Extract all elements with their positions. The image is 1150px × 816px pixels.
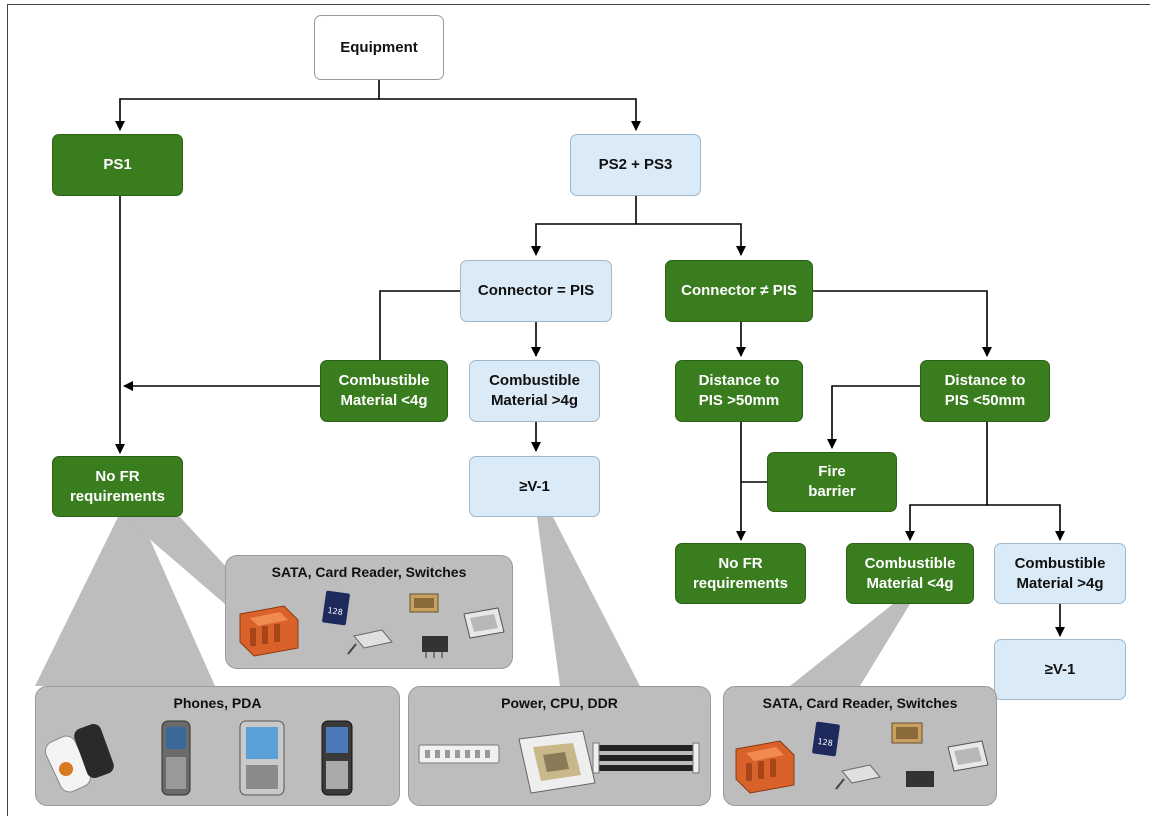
sd-card-icon: 128 [812,721,840,757]
sata-connector-icon [239,605,299,657]
sata-components-image-2: 128 [735,721,989,794]
card-slot-icon [463,607,505,639]
svg-text:128: 128 [327,606,343,617]
edge-dist-split [905,421,988,541]
panel-sata-top: SATA, Card Reader, Switches 128 [225,555,513,669]
sata-connector-icon [735,740,795,794]
panel-phones: Phones, PDA [35,686,400,806]
edge-conn-eq-left [379,290,460,360]
callout-power [537,517,640,686]
power-connector-icon [418,744,500,764]
panel-power: Power, CPU, DDR [408,686,711,806]
node-v1-mid: ≥V-1 [469,456,600,517]
card-slot-icon [835,764,881,790]
node-no-fr-right: No FR requirements [675,543,806,604]
edge-conn-neq-right [812,290,992,357]
node-distance-lt50: Distance to PIS <50mm [920,360,1050,422]
diagram-frame [7,4,1150,816]
callout-phones [35,517,215,686]
cpu-socket-icon [518,730,596,794]
node-connector-eq-pis: Connector = PIS [460,260,612,322]
switch-icon [409,593,448,658]
node-ps2-ps3: PS2 + PS3 [570,134,701,196]
node-combustible-gt4g-right: Combustible Material >4g [994,543,1126,604]
panel-sata-bottom-title: SATA, Card Reader, Switches [762,695,958,711]
phone-icon [161,720,191,796]
node-no-fr-left: No FR requirements [52,456,183,517]
phone-icon [321,720,353,796]
node-fire-barrier: Fire barrier [767,452,897,512]
node-equipment: Equipment [314,15,444,80]
node-v1-right: ≥V-1 [994,639,1126,700]
edge-equipment-right [379,98,641,131]
sd-card-icon: 128 [322,590,350,626]
node-connector-neq-pis: Connector ≠ PIS [665,260,813,322]
node-combustible-lt4g-left: Combustible Material <4g [320,360,448,422]
callout-sata-bottom [790,604,910,686]
power-components-image [418,730,700,794]
node-combustible-gt4g-mid: Combustible Material >4g [469,360,600,422]
card-slot-icon [947,740,989,772]
edge-equipment-split [115,80,380,131]
pda-icon [239,720,285,796]
panel-sata-bottom: SATA, Card Reader, Switches 128 [723,686,997,806]
sata-components-image: 128 [239,590,505,658]
edge-dist-right [987,504,1065,541]
panel-phones-title: Phones, PDA [173,695,262,711]
panel-sata-top-title: SATA, Card Reader, Switches [271,564,467,580]
switch-icon [891,722,934,787]
edge-ps23-split [531,196,637,256]
panel-power-title: Power, CPU, DDR [501,695,618,711]
card-slot-icon [347,629,393,655]
phones-image [44,720,353,796]
ddr-slot-icon [592,742,700,774]
phone-icon [44,724,114,793]
node-ps1: PS1 [52,134,183,196]
node-distance-gt50: Distance to PIS >50mm [675,360,803,422]
edge-ps23-right [636,223,746,256]
svg-text:128: 128 [817,737,833,748]
edge-dist-fire [827,385,920,449]
callout-sata-top [124,517,255,630]
node-combustible-lt4g-right: Combustible Material <4g [846,543,974,604]
